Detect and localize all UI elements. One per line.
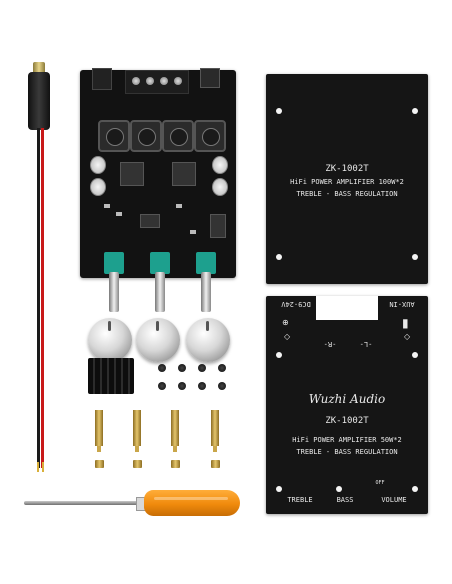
brass-standoff	[133, 410, 141, 446]
cable-black-wire	[37, 128, 40, 468]
capacitor	[212, 178, 228, 196]
screw	[218, 382, 226, 390]
amplifier-chip	[120, 162, 144, 186]
amplifier-board	[80, 70, 236, 278]
screw	[158, 382, 166, 390]
brass-standoff	[211, 410, 219, 446]
heatsink	[88, 358, 134, 394]
knob-treble	[88, 318, 132, 362]
pot-shaft	[109, 272, 119, 312]
dc-plug-tip	[33, 62, 45, 74]
dc-symbol-icon: ⊕	[282, 318, 289, 327]
inductor	[98, 120, 130, 152]
screwdriver-handle	[144, 490, 240, 516]
panel-model: ZK-1002T	[325, 416, 369, 426]
standoff-thread	[97, 446, 101, 452]
screw	[178, 382, 186, 390]
cable-stripped-ends	[34, 462, 48, 472]
panel-line2: TREBLE - BASS REGULATION	[296, 190, 398, 198]
screw	[198, 382, 206, 390]
inductor	[162, 120, 194, 152]
volume-potentiometer	[196, 252, 216, 274]
dc-label: DC9-24V	[281, 300, 311, 308]
aux-plug-icon: ▮	[402, 316, 409, 330]
aux-label: AUX-IN	[389, 300, 415, 308]
inductor	[194, 120, 226, 152]
screw	[218, 364, 226, 372]
screw	[178, 364, 186, 372]
aux-jack	[200, 68, 220, 88]
panel-line1: HiFi POWER AMPLIFIER 100W*2	[290, 178, 404, 186]
brand-script: Wuzhi Audio	[308, 392, 386, 406]
diamond-icon: ◇	[404, 332, 411, 341]
treble-label: TREBLE	[287, 496, 313, 504]
screw	[158, 364, 166, 372]
capacitor	[212, 156, 228, 174]
brass-nut	[95, 460, 104, 468]
smd-component	[190, 230, 196, 234]
ic-chip	[140, 214, 160, 228]
top-panel: ZK-1002T HiFi POWER AMPLIFIER 100W*2 TRE…	[266, 74, 428, 284]
pot-shaft	[155, 272, 165, 312]
dc-plug	[28, 72, 50, 130]
brass-nut	[133, 460, 142, 468]
speaker-terminal	[125, 70, 189, 94]
smd-component	[116, 212, 122, 216]
left-channel-label: -L-	[359, 340, 373, 348]
knob-volume	[186, 318, 230, 362]
treble-potentiometer	[104, 252, 124, 274]
panel-line2: TREBLE - BASS REGULATION	[296, 448, 398, 456]
capacitor	[90, 178, 106, 196]
smd-component	[176, 204, 182, 208]
right-channel-label: -R-	[323, 340, 337, 348]
bass-label: BASS	[336, 496, 354, 504]
smd-component	[104, 204, 110, 208]
bluetooth-module	[210, 214, 226, 238]
knob-bass	[136, 318, 180, 362]
brass-nut	[171, 460, 180, 468]
screw	[198, 364, 206, 372]
bass-potentiometer	[150, 252, 170, 274]
brass-nut	[211, 460, 220, 468]
brass-standoff	[171, 410, 179, 446]
pot-shaft	[201, 272, 211, 312]
amplifier-chip	[172, 162, 196, 186]
dc-jack	[92, 68, 112, 90]
capacitor	[90, 156, 106, 174]
brass-standoff	[95, 410, 103, 446]
bottom-panel: DC9-24V AUX-IN ⊕ ◇ ▮ ◇ -R- -L- Wuzhi Aud…	[266, 296, 428, 514]
panel-line1: HiFi POWER AMPLIFIER 50W*2	[292, 436, 402, 444]
volume-label: VOLUME	[381, 496, 407, 504]
screwdriver-shaft	[24, 501, 140, 505]
inductor	[130, 120, 162, 152]
standoff-thread	[135, 446, 139, 452]
diamond-icon: ◇	[284, 332, 291, 341]
standoff-thread	[213, 446, 217, 452]
panel-model: ZK-1002T	[325, 164, 369, 174]
standoff-thread	[173, 446, 177, 452]
off-label: OFF	[375, 480, 385, 486]
cable-red-wire	[41, 128, 44, 468]
